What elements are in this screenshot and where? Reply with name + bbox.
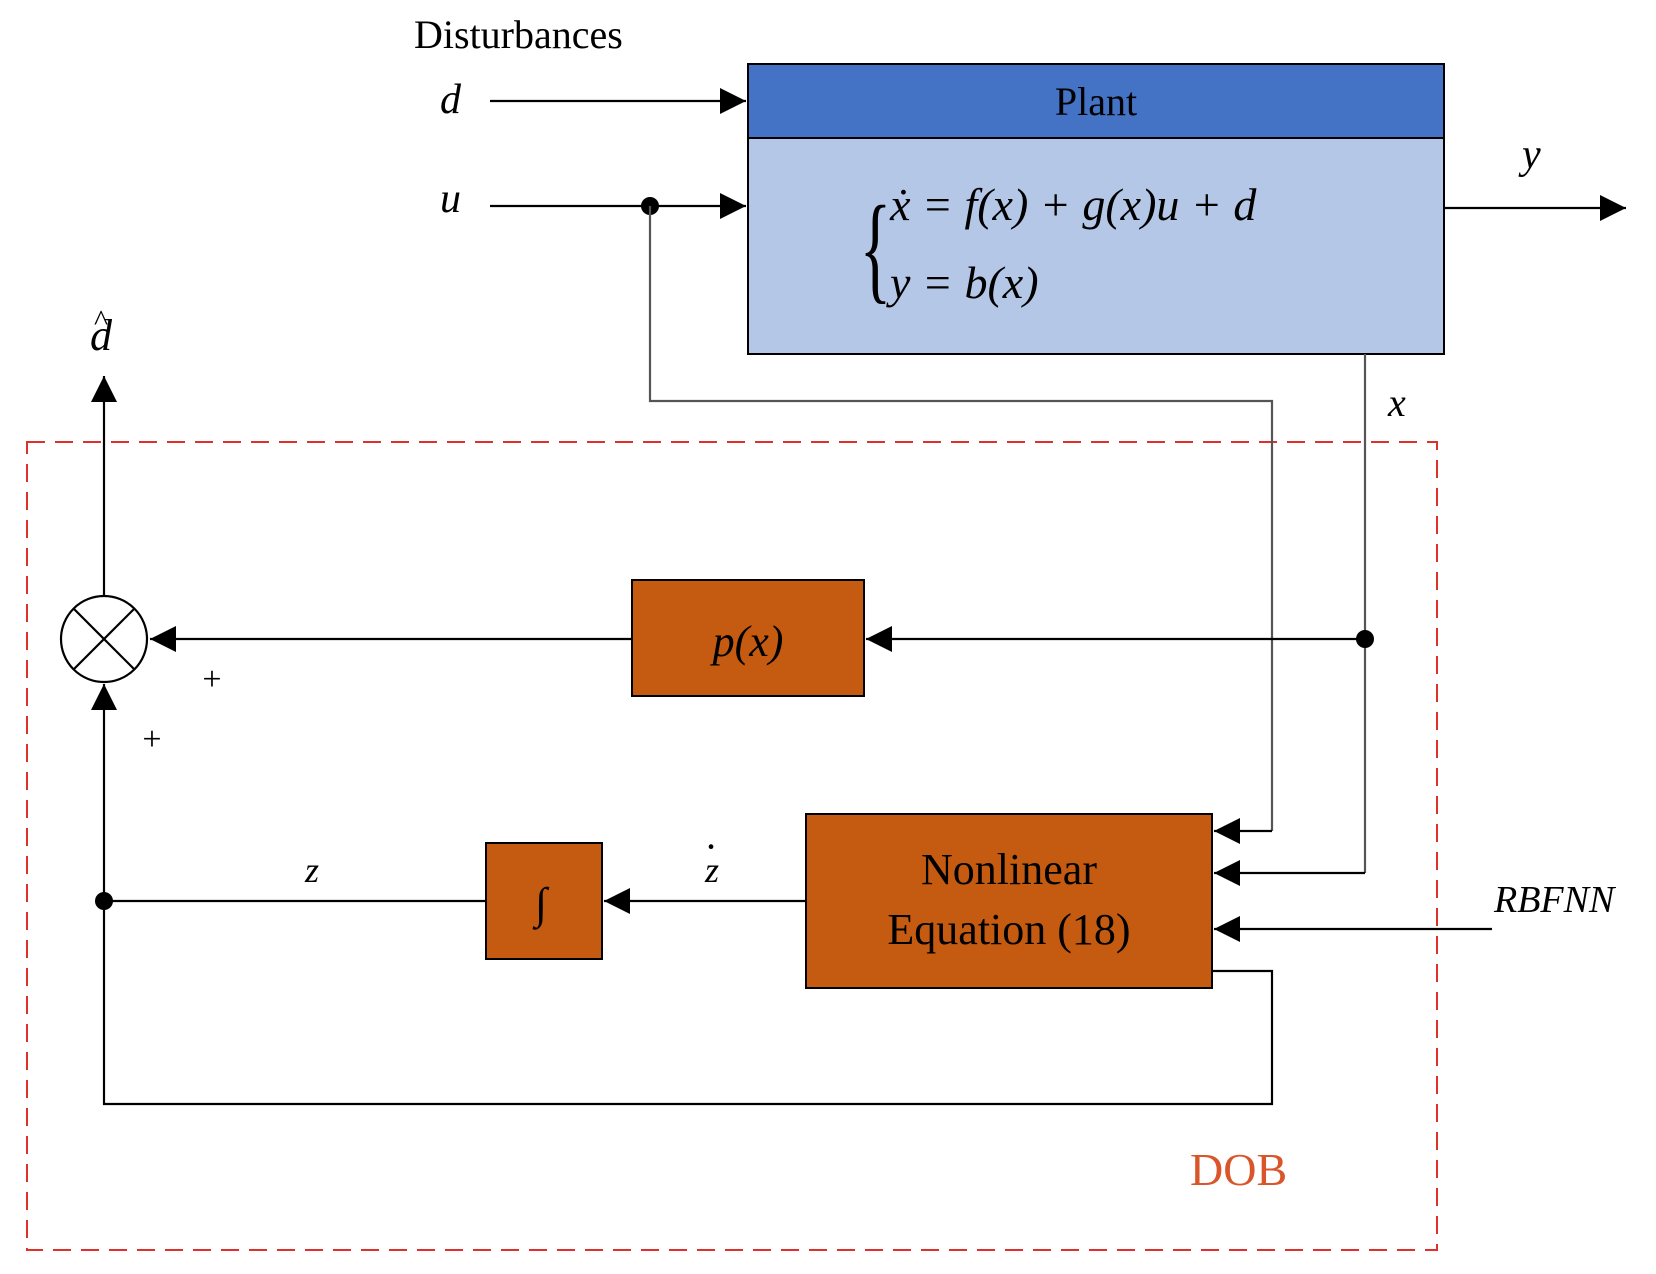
nonlinear-equation-block [805,813,1213,989]
dob-boundary [26,441,1438,1251]
plant-header [747,63,1445,139]
y-label: y [1518,132,1541,178]
plant-brace: { [860,181,892,314]
disturbances-label: Disturbances [414,12,623,57]
dhat-label: d [90,311,113,360]
plant-equation-state: ẋ = f(x) + g(x)u + d [889,179,1257,230]
plus-sign-right: + [202,661,221,698]
rbfnn-label: RBFNN [1493,879,1617,921]
z-label: z [304,850,319,890]
plant-body [747,137,1445,355]
u-label: u [440,176,461,222]
d-label: d [440,77,462,123]
plus-sign-bottom: + [142,721,161,758]
dhat-hat: ^ [94,304,108,337]
x-label: x [1387,380,1406,425]
plant-title: Plant [1055,79,1137,124]
summing-cross-2 [73,608,135,670]
zdot-label: z [704,850,719,890]
u-feedback-wire [648,206,1274,831]
dob-label: DOB [1190,1144,1287,1195]
nonlinear-label-line2: Equation (18) [887,905,1130,954]
z-feedback-wire [102,901,1274,1106]
plant-equation-output: y = b(x) [886,257,1039,308]
px-label: p(x) [710,617,784,666]
px-block [631,579,865,697]
integrator-symbol: ∫ [532,879,550,930]
integrator-block [485,842,603,960]
nonlinear-label-line1: Nonlinear [921,845,1097,894]
zdot-dot: · [704,824,717,869]
